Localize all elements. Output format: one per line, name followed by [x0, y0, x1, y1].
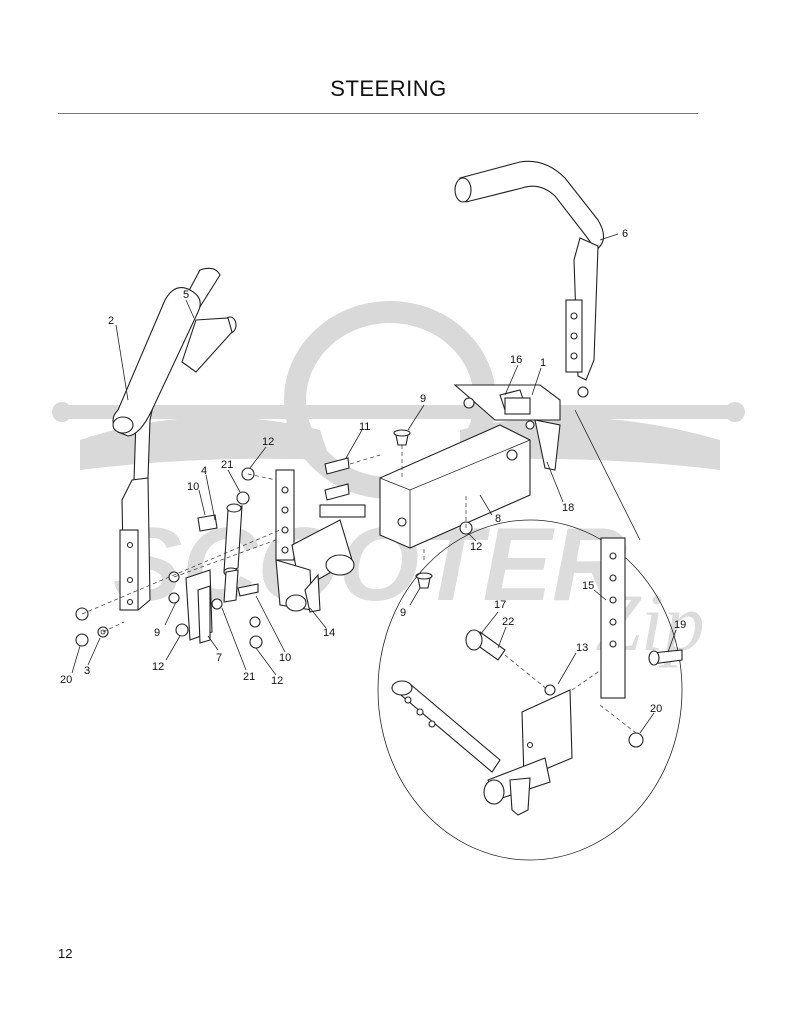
- right-steering-handle: [454, 160, 605, 381]
- detail-view: [377, 409, 683, 861]
- page-number: 12: [58, 946, 73, 961]
- callout-17: 17: [494, 599, 506, 611]
- callout-12b: 12: [470, 541, 482, 553]
- title-divider: [58, 113, 698, 114]
- fasteners: [75, 386, 589, 649]
- callout-2: 2: [108, 315, 114, 327]
- callout-10a: 10: [187, 481, 199, 493]
- callout-18: 18: [562, 502, 574, 514]
- callout-14: 14: [323, 627, 335, 639]
- leader-lines: [71, 233, 677, 734]
- callout-21b: 21: [243, 671, 255, 683]
- callout-12c: 12: [152, 661, 164, 673]
- callout-9a: 9: [420, 393, 426, 405]
- callouts: 1 2 3 4 5 6 7 8 9 9 9 10 10 11 12 12 12 …: [60, 228, 686, 715]
- callout-10b: 10: [279, 652, 291, 664]
- alignment-lines: [81, 445, 467, 633]
- callout-13: 13: [576, 642, 588, 654]
- callout-16: 16: [510, 354, 522, 366]
- bracket-and-damper: [185, 503, 243, 644]
- left-steering-handles: [112, 267, 237, 611]
- callout-19: 19: [674, 619, 686, 631]
- callout-15: 15: [582, 580, 594, 592]
- callout-5: 5: [183, 289, 189, 301]
- callout-20b: 20: [650, 703, 662, 715]
- callout-22: 22: [502, 616, 514, 628]
- callout-21a: 21: [221, 459, 233, 471]
- callout-4: 4: [201, 465, 207, 477]
- left-linkage: [275, 469, 355, 613]
- callout-1: 1: [540, 357, 546, 369]
- callout-12d: 12: [271, 675, 283, 687]
- steering-frame: [319, 384, 561, 549]
- callout-8: 8: [495, 513, 501, 525]
- callout-20a: 20: [60, 674, 72, 686]
- callout-9c: 9: [400, 607, 406, 619]
- page-title: STEERING: [330, 76, 447, 101]
- callout-12a: 12: [262, 436, 274, 448]
- callout-7: 7: [216, 652, 222, 664]
- callout-9b: 9: [154, 627, 160, 639]
- callout-11: 11: [359, 421, 370, 433]
- callout-3: 3: [84, 665, 90, 677]
- callout-6: 6: [622, 228, 628, 240]
